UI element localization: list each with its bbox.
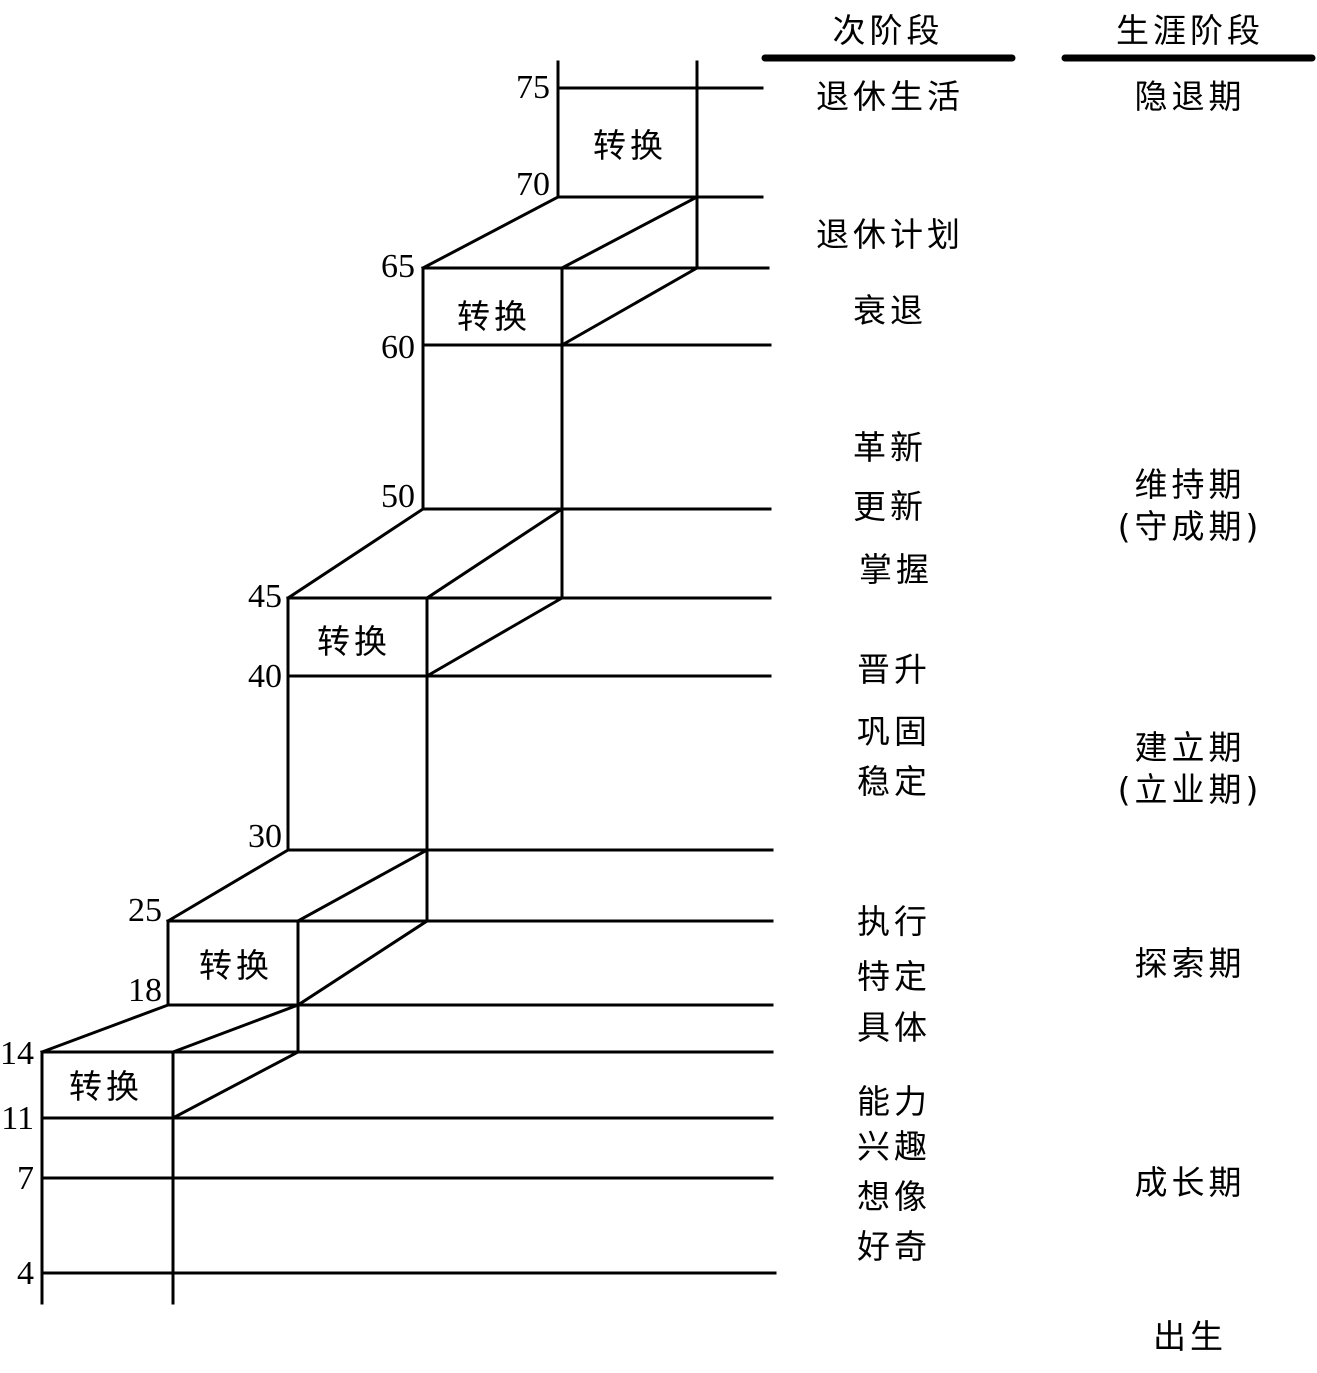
diag-40-45: [424, 595, 565, 679]
staircase: [40, 60, 777, 1305]
substage-label: 晋升: [857, 650, 931, 689]
age-label: 75: [516, 69, 550, 106]
substage-labels: 退休生活 退休计划 衰退 革新 更新 掌握 晋升 巩固 稳定 执行 特定 具体 …: [816, 77, 964, 1266]
career-stage-maintenance: 维持期: [1135, 465, 1246, 504]
diag-18-25: [295, 918, 430, 1008]
header-career-stage: 生涯阶段: [1116, 11, 1264, 50]
transition-label: 转换: [199, 946, 273, 985]
substage-label: 稳定: [857, 762, 931, 801]
substage-label: 好奇: [857, 1227, 931, 1266]
substage-label: 能力: [857, 1082, 931, 1121]
transition-labels: 转换 转换 转换 转换 转换: [69, 126, 667, 1106]
age-label: 40: [248, 658, 282, 695]
age-label: 65: [381, 248, 415, 285]
age-label: 50: [381, 478, 415, 515]
substage-label: 更新: [853, 487, 927, 526]
substage-label: 衰退: [853, 291, 927, 330]
substage-label: 革新: [853, 428, 927, 467]
substage-label: 特定: [857, 957, 931, 996]
career-stage-growth: 成长期: [1135, 1163, 1246, 1202]
career-stage-establishment-alt: (立业期): [1118, 770, 1263, 809]
transition-label: 转换: [457, 297, 531, 336]
age-label: 18: [128, 972, 162, 1009]
substage-label: 想像: [857, 1177, 931, 1216]
diag-25-30-b: [295, 847, 430, 924]
diag-60-65: [559, 265, 700, 348]
career-stage-establishment: 建立期: [1135, 728, 1246, 767]
career-stage-maintenance-alt: (守成期): [1118, 507, 1263, 546]
age-label: 14: [0, 1035, 34, 1072]
age-label: 70: [516, 166, 550, 203]
career-stage-birth: 出生: [1153, 1317, 1227, 1356]
career-stage-exploration: 探索期: [1135, 944, 1246, 983]
column-headers: 次阶段 生涯阶段: [761, 11, 1316, 62]
substage-label: 巩固: [857, 712, 931, 751]
substage-label: 掌握: [859, 550, 933, 589]
diag-65-70-a: [420, 194, 561, 271]
diag-25-30-a: [165, 847, 291, 924]
diag-65-70-b: [559, 194, 700, 271]
age-label: 60: [381, 329, 415, 366]
substage-label: 执行: [857, 902, 931, 941]
age-label: 30: [248, 818, 282, 855]
transition-label: 转换: [317, 622, 391, 661]
header-substage: 次阶段: [833, 11, 944, 50]
age-label: 25: [128, 892, 162, 929]
transition-label: 转换: [69, 1067, 143, 1106]
substage-label: 退休计划: [816, 215, 964, 254]
career-stage-decline: 隐退期: [1135, 77, 1246, 116]
diag-45-50-b: [424, 506, 565, 601]
age-label: 45: [248, 578, 282, 615]
transition-label: 转换: [593, 126, 667, 165]
substage-label: 具体: [857, 1008, 931, 1047]
substage-label: 退休生活: [816, 77, 964, 116]
diag-14-18-a: [40, 1003, 170, 1054]
substage-label: 兴趣: [857, 1127, 931, 1166]
age-label: 4: [17, 1255, 34, 1292]
age-label: 7: [17, 1160, 34, 1197]
age-label: 11: [1, 1100, 34, 1137]
diag-14-18-b: [171, 1003, 300, 1054]
diag-45-50-a: [285, 506, 426, 601]
career-stage-labels: 隐退期 维持期 (守成期) 建立期 (立业期) 探索期 成长期 出生: [1118, 77, 1263, 1356]
diag-11-14: [170, 1049, 301, 1121]
age-labels: 75 70 65 60 50 45 40 30 25 18 14 11 7 4: [0, 69, 550, 1292]
